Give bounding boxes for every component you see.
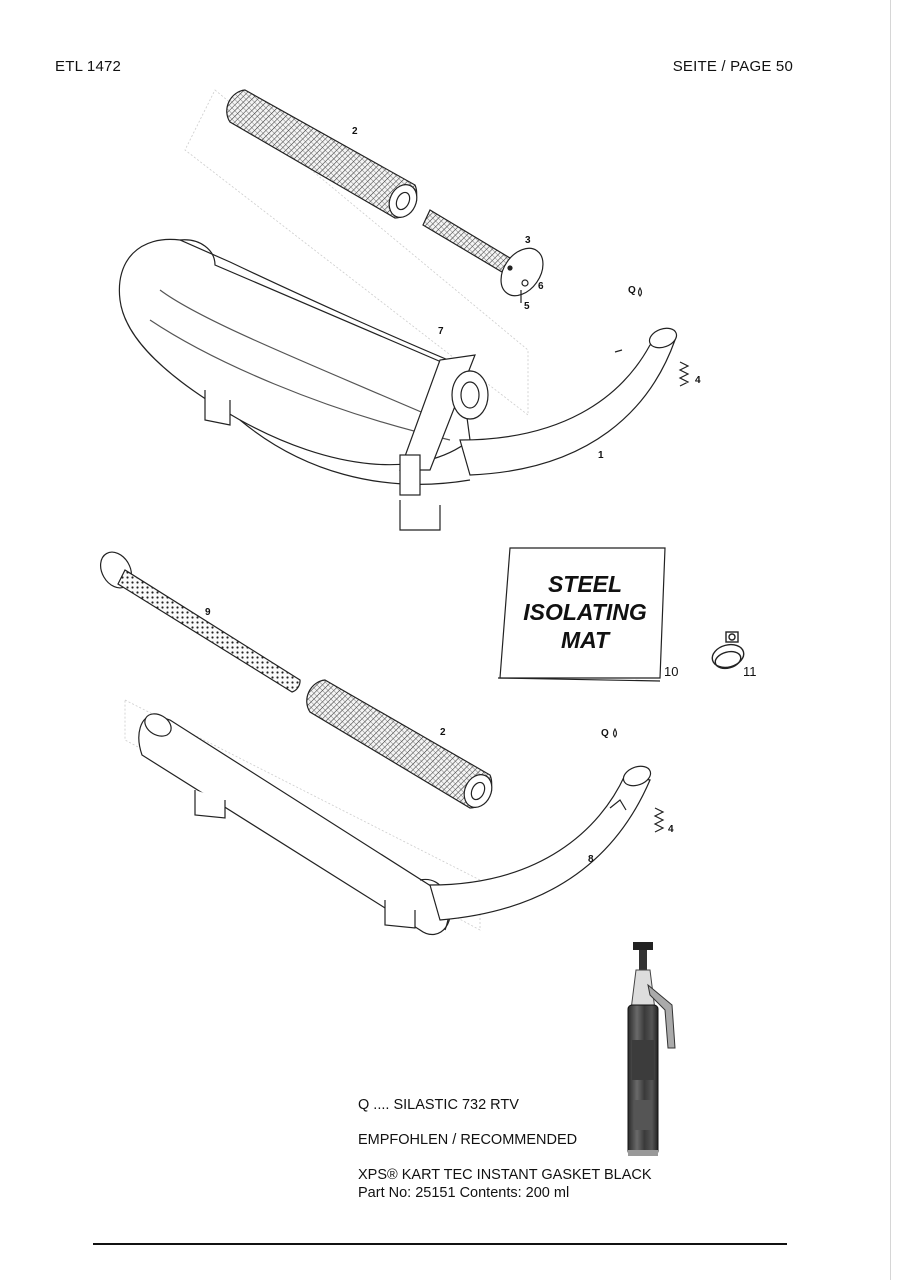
sealant-drop-bottom — [612, 727, 618, 738]
sealant-cartridge-image — [627, 942, 676, 1156]
insulation-sleeve-top — [226, 89, 418, 219]
callout-7: 7 — [438, 326, 444, 337]
callout-4-bottom: 4 — [668, 824, 674, 835]
mat-label-line2: ISOLATING — [523, 599, 647, 625]
perforated-tube-top — [422, 209, 511, 273]
part-number-contents: Part No: 25151 Contents: 200 ml — [358, 1185, 570, 1201]
callout-10: 10 — [664, 664, 678, 679]
muffler-body-top — [118, 238, 471, 485]
spring-top — [678, 361, 690, 387]
lower-assembly — [99, 551, 665, 936]
recommended-label: EMPFOHLEN / RECOMMENDED — [358, 1132, 578, 1148]
page-number: SEITE / PAGE 50 — [672, 58, 793, 75]
end-cap-disc — [500, 247, 544, 303]
header-pipe-bottom — [429, 765, 652, 921]
callout-3: 3 — [525, 235, 531, 246]
callout-q-bottom: Q — [601, 728, 609, 739]
sealant-note: Q .... SILASTIC 732 RTV — [358, 1097, 519, 1113]
support-foot-top-left — [204, 390, 231, 426]
mounting-clamp — [399, 354, 489, 496]
document-code: ETL 1472 — [55, 58, 122, 75]
callout-q-top: Q — [628, 285, 636, 296]
support-foot-bottom-right — [384, 900, 416, 929]
hose-clamp — [711, 631, 745, 670]
footer-rule — [93, 1243, 787, 1245]
callout-1: 1 — [598, 450, 604, 461]
upper-assembly — [118, 89, 690, 531]
callout-2-bottom: 2 — [440, 727, 446, 738]
page-edge-line — [890, 0, 891, 1280]
mat-label-line1: STEEL — [548, 571, 622, 597]
callout-8: 8 — [588, 854, 594, 865]
callout-9: 9 — [205, 607, 211, 618]
spring-bottom — [653, 807, 665, 833]
perforated-tube-long — [99, 551, 301, 693]
callout-4-top: 4 — [695, 375, 701, 386]
callout-5: 5 — [524, 301, 530, 312]
insulation-sleeve-bottom — [306, 679, 493, 809]
product-name: XPS® KART TEC INSTANT GASKET BLACK — [358, 1167, 652, 1183]
support-foot-top-right — [399, 500, 441, 531]
sealant-drop-top — [637, 286, 643, 297]
callout-11: 11 — [743, 664, 757, 679]
support-foot-bottom-left — [194, 790, 226, 819]
lower-shadow-box — [124, 699, 481, 931]
callout-6: 6 — [538, 281, 544, 292]
mat-label-line3: MAT — [561, 627, 611, 653]
header-pipe-top — [459, 327, 678, 476]
callout-2-top: 2 — [352, 126, 358, 137]
steel-isolating-mat: STEEL ISOLATING MAT — [497, 547, 666, 682]
